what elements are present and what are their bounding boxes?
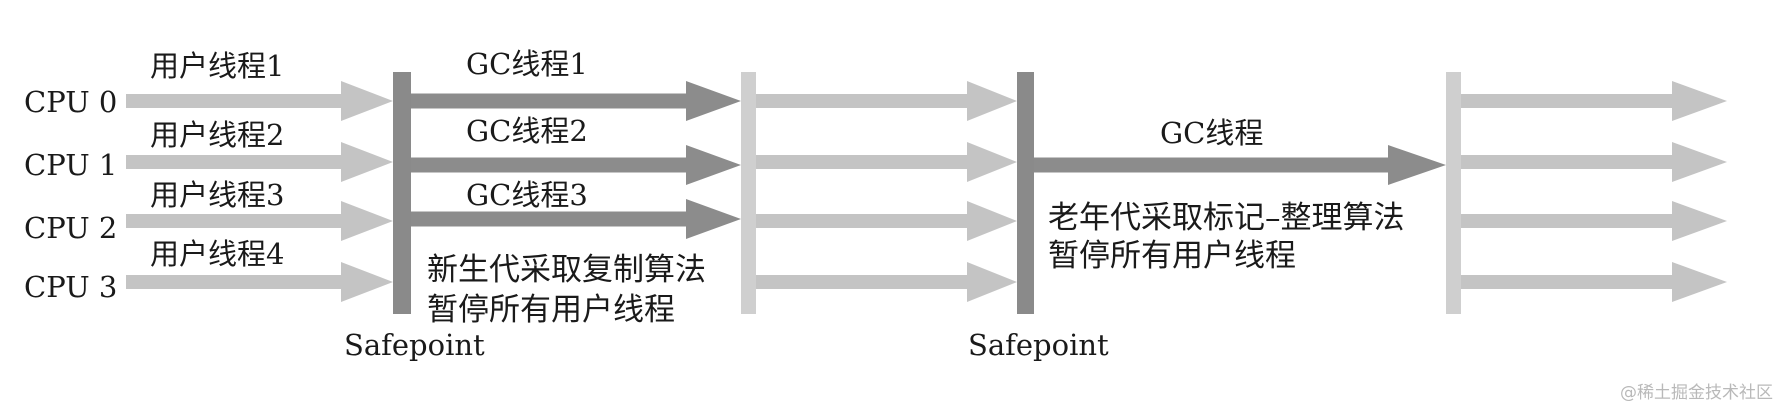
user-thread-arrow (126, 201, 393, 241)
old-gc-arrow (1034, 145, 1446, 185)
user-thread-arrow (756, 262, 1017, 302)
user-thread-arrows-phase2 (756, 81, 1017, 302)
safepoint-bar-1 (393, 72, 411, 314)
user-thread-arrow (756, 142, 1017, 182)
old-gc-note-line2: 暂停所有用户线程 (1048, 238, 1296, 274)
user-thread-arrow (1461, 262, 1727, 302)
user-thread-label-2: 用户线程2 (150, 118, 284, 152)
user-thread-arrow (756, 81, 1017, 121)
young-gc-thread-arrows (411, 81, 741, 239)
user-thread-arrow (126, 262, 393, 302)
cpu-label-0: CPU 0 (24, 85, 117, 119)
user-thread-label-1: 用户线程1 (150, 49, 284, 83)
safepoint-label-2: Safepoint (968, 328, 1109, 362)
watermark: @稀土掘金技术社区 (1620, 383, 1773, 403)
old-gc-note-line1: 老年代采取标记–整理算法 (1048, 200, 1405, 236)
cpu-label-3: CPU 3 (24, 270, 117, 304)
young-gc-note-line2: 暂停所有用户线程 (427, 292, 675, 328)
resume-barrier-2 (1446, 72, 1461, 314)
user-thread-label-4: 用户线程4 (150, 237, 284, 271)
user-thread-label-3: 用户线程3 (150, 178, 284, 212)
cpu-label-1: CPU 1 (24, 148, 117, 182)
old-gc-thread-label: GC线程 (1160, 116, 1263, 150)
user-thread-arrow (1461, 201, 1727, 241)
gc-thread-label-1: GC线程1 (466, 47, 588, 81)
resume-barrier-1 (741, 72, 756, 314)
safepoint-bar-2 (1017, 72, 1034, 314)
gc-thread-arrow (411, 81, 741, 121)
user-thread-arrows-phase3 (1461, 81, 1727, 302)
gc-thread-label-3: GC线程3 (466, 178, 588, 212)
user-thread-arrow (126, 142, 393, 182)
user-thread-arrow (1461, 81, 1727, 121)
user-thread-arrow (756, 201, 1017, 241)
cpu-label-2: CPU 2 (24, 211, 117, 245)
old-gc-thread-arrow (1034, 145, 1446, 185)
gc-thread-arrow (411, 145, 741, 185)
user-thread-arrow (1461, 142, 1727, 182)
user-thread-arrow (126, 81, 393, 121)
gc-thread-label-2: GC线程2 (466, 114, 588, 148)
gc-thread-arrow (411, 199, 741, 239)
young-gc-note-line1: 新生代采取复制算法 (427, 252, 706, 288)
safepoint-label-1: Safepoint (344, 328, 485, 362)
user-thread-arrows-phase1 (126, 81, 393, 302)
